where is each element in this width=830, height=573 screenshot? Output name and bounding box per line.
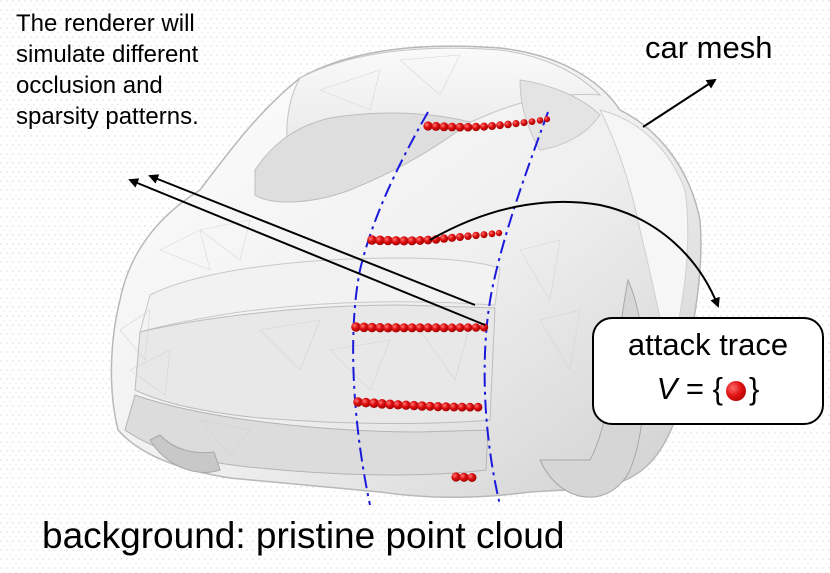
scan-boundary-right [483,111,549,506]
mesh-facets [119,54,581,456]
rear-window [254,112,472,203]
trace-row-3 [351,322,489,333]
red-sphere-icon [726,381,746,401]
formula-close: } [749,371,760,406]
renderer-arrow-1 [148,174,476,306]
renderer-arrow-2 [128,178,486,326]
car-mesh-label: car mesh [645,30,773,65]
rear-panel [134,304,496,425]
annotation-arrows [128,78,720,326]
trace-row-2 [367,229,503,246]
formula-equals: = { [677,371,723,406]
attack-trace-arrow [429,200,720,308]
attack-trace-formula: V = {} [594,371,822,407]
car-mesh-arrow [642,78,717,128]
renderer-note-label: The renderer will simulate different occ… [16,10,199,130]
scan-boundaries [352,111,549,506]
attack-trace-title: attack trace [627,327,789,362]
trace-row-4 [353,397,483,412]
trace-row-1 [423,116,551,132]
trunk-lid [139,257,501,333]
rear-wheel-left [149,434,221,473]
scan-boundary-left [352,111,429,506]
attack-trace-box: attack trace V = {} [592,317,824,425]
attack-trace-points [351,116,551,482]
formula-variable: V [656,371,678,406]
background-label: background: pristine point cloud [42,515,565,556]
trace-row-5 [451,472,477,482]
